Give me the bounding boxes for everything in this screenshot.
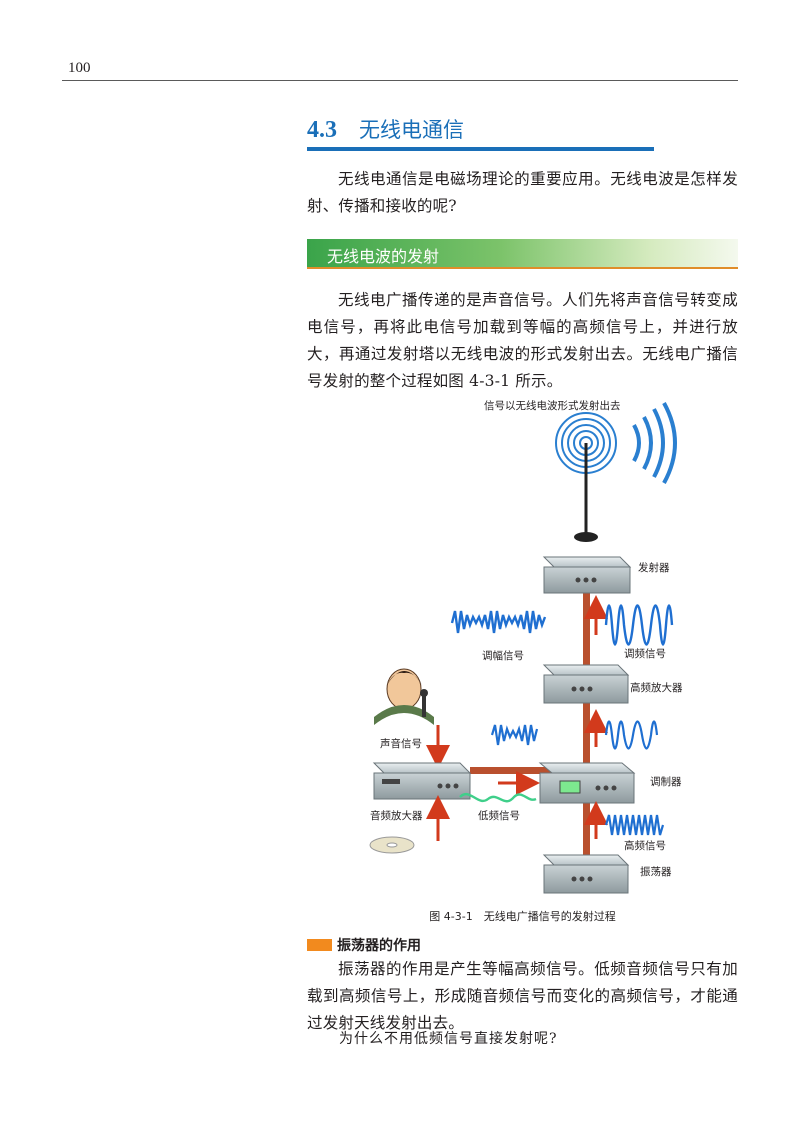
modulator-icon bbox=[538, 762, 636, 804]
transmission-diagram: 信号以无线电波形式发射出去 发射器 bbox=[369, 399, 683, 894]
page-number: 100 bbox=[68, 60, 91, 76]
section-title: 无线电通信 bbox=[359, 118, 464, 142]
label-transmitter: 发射器 bbox=[638, 561, 670, 574]
fm-wave-icon bbox=[604, 604, 674, 646]
transmitter-icon bbox=[542, 556, 632, 594]
label-audio-amplifier: 音频放大器 bbox=[370, 809, 423, 822]
label-broadcast: 信号以无线电波形式发射出去 bbox=[484, 399, 621, 412]
body-paragraph: 无线电广播传递的是声音信号。人们先将声音信号转变成电信号，再将此电信号加载到等幅… bbox=[307, 291, 738, 390]
am-wave-icon bbox=[450, 610, 547, 634]
fm-wave-icon-2 bbox=[604, 720, 659, 750]
hf-wave-icon bbox=[604, 814, 665, 836]
section-number: 4.3 bbox=[307, 117, 337, 143]
label-modulator: 调制器 bbox=[650, 775, 682, 788]
antenna-icon bbox=[574, 443, 598, 542]
transmission-figure: 信号以无线电波形式发射出去 发射器 bbox=[352, 395, 708, 915]
hf-amplifier-icon bbox=[542, 664, 630, 704]
question-text: 为什么不用低频信号直接发射呢? bbox=[339, 1031, 558, 1047]
subheading-bar: 无线电波的发射 bbox=[307, 239, 738, 269]
speaker-person-icon bbox=[374, 668, 434, 725]
label-am-signal: 调幅信号 bbox=[482, 649, 524, 662]
label-sound-signal: 声音信号 bbox=[380, 737, 422, 750]
section-heading: 4.3 无线电通信 bbox=[307, 114, 464, 146]
box-marker bbox=[307, 939, 332, 951]
signal-line-horizontal bbox=[470, 767, 585, 774]
header-rule bbox=[62, 80, 738, 81]
subheading-title: 无线电波的发射 bbox=[327, 247, 440, 266]
low-freq-wave-icon bbox=[459, 793, 537, 803]
audio-amplifier-icon bbox=[372, 762, 472, 800]
box-heading-text: 振荡器的作用 bbox=[337, 938, 421, 954]
label-fm-signal: 调频信号 bbox=[624, 647, 666, 660]
label-oscillator: 振荡器 bbox=[640, 865, 672, 878]
box-heading: 振荡器的作用 bbox=[307, 935, 421, 955]
intro-paragraph: 无线电通信是电磁场理论的重要应用。无线电波是怎样发射、传播和接收的呢? bbox=[307, 170, 738, 215]
label-hf-signal: 高频信号 bbox=[624, 839, 666, 852]
label-low-freq-signal: 低频信号 bbox=[478, 809, 520, 822]
label-hf-amplifier: 高频放大器 bbox=[630, 681, 683, 694]
modulated-wave-icon bbox=[490, 724, 539, 746]
box-paragraph: 振荡器的作用是产生等幅高频信号。低频音频信号只有加载到高频信号上，形成随音频信号… bbox=[307, 960, 738, 1032]
section-underline bbox=[307, 147, 654, 151]
cd-icon bbox=[369, 836, 415, 854]
radio-waves-icon bbox=[555, 402, 677, 484]
signal-line-vertical bbox=[583, 575, 590, 875]
oscillator-icon bbox=[542, 854, 630, 894]
figure-caption: 图 4-3-1 无线电广播信号的发射过程 bbox=[429, 910, 616, 923]
